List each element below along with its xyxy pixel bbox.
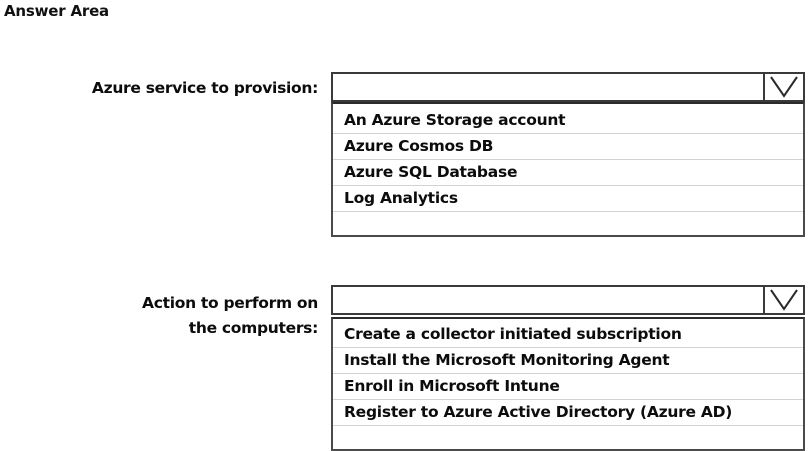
- list-item[interactable]: Azure SQL Database: [333, 160, 803, 186]
- dropdown-action-to-perform-value[interactable]: [341, 290, 759, 312]
- field-label-azure-service: Azure service to provision:: [91, 79, 318, 97]
- page-title: Answer Area: [4, 2, 109, 20]
- dropdown-action-to-perform[interactable]: [331, 285, 805, 315]
- option-list-azure-service[interactable]: An Azure Storage account Azure Cosmos DB…: [331, 102, 805, 237]
- chevron-down-icon[interactable]: [763, 285, 805, 315]
- list-item[interactable]: Create a collector initiated subscriptio…: [333, 322, 803, 348]
- dropdown-azure-service[interactable]: [331, 72, 805, 102]
- option-list-action-to-perform[interactable]: Create a collector initiated subscriptio…: [331, 317, 805, 451]
- list-item[interactable]: An Azure Storage account: [333, 108, 803, 134]
- list-item[interactable]: Log Analytics: [333, 186, 803, 212]
- chevron-down-icon[interactable]: [763, 72, 805, 102]
- list-item[interactable]: Register to Azure Active Directory (Azur…: [333, 400, 803, 426]
- list-item[interactable]: Enroll in Microsoft Intune: [333, 374, 803, 400]
- list-item[interactable]: Install the Microsoft Monitoring Agent: [333, 348, 803, 374]
- field-label-action-to-perform: Action to perform on the computers:: [142, 294, 318, 337]
- dropdown-azure-service-value[interactable]: [341, 77, 759, 99]
- list-item[interactable]: Azure Cosmos DB: [333, 134, 803, 160]
